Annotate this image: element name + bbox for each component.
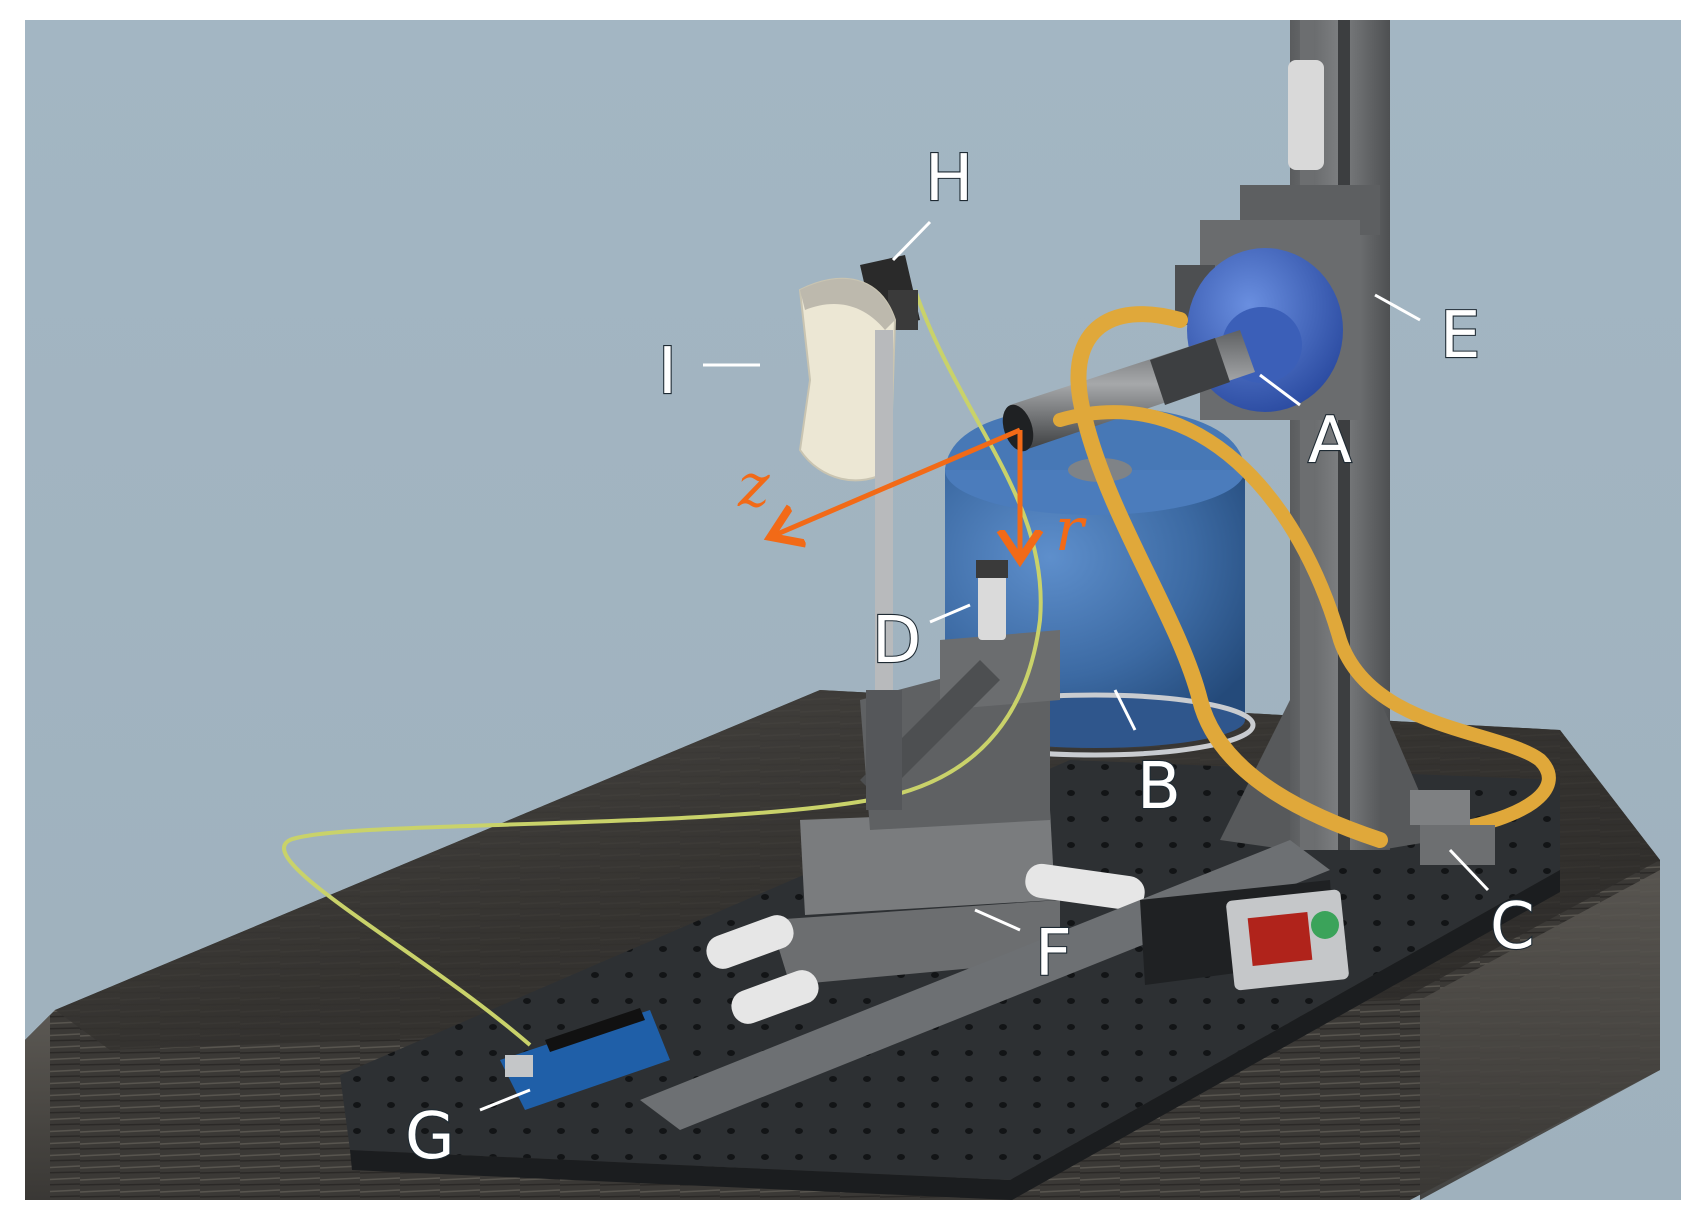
label-i: I <box>658 335 677 409</box>
label-c: C <box>1490 890 1535 964</box>
orange-hose <box>1053 306 1556 848</box>
probe-sensor <box>976 560 1008 640</box>
z-axis-arrow <box>775 427 1021 535</box>
label-h: H <box>925 142 973 216</box>
component-labels: H I E A D B C F G <box>404 141 1536 1175</box>
micrometer-right <box>1025 863 1145 911</box>
stand-pole <box>866 330 902 810</box>
micrometer-left-2 <box>731 970 819 1024</box>
label-e: E <box>1440 299 1480 373</box>
optical-fiber <box>282 289 1043 1047</box>
micrometer-vertical <box>1288 60 1324 170</box>
temperature-controller <box>1140 880 1349 991</box>
leader-lines <box>479 220 1490 1112</box>
label-b: B <box>1137 750 1181 824</box>
label-g: G <box>405 1100 455 1174</box>
arduino-board <box>500 1008 670 1110</box>
r-axis-label: r <box>1055 495 1087 565</box>
micrometer-left-1 <box>706 915 794 969</box>
label-a: A <box>1308 404 1352 478</box>
label-d: D <box>872 604 921 678</box>
label-f: F <box>1035 917 1072 991</box>
z-axis-label: z <box>737 451 770 521</box>
light-shield <box>798 277 897 482</box>
coordinate-axes: z r <box>737 427 1087 565</box>
